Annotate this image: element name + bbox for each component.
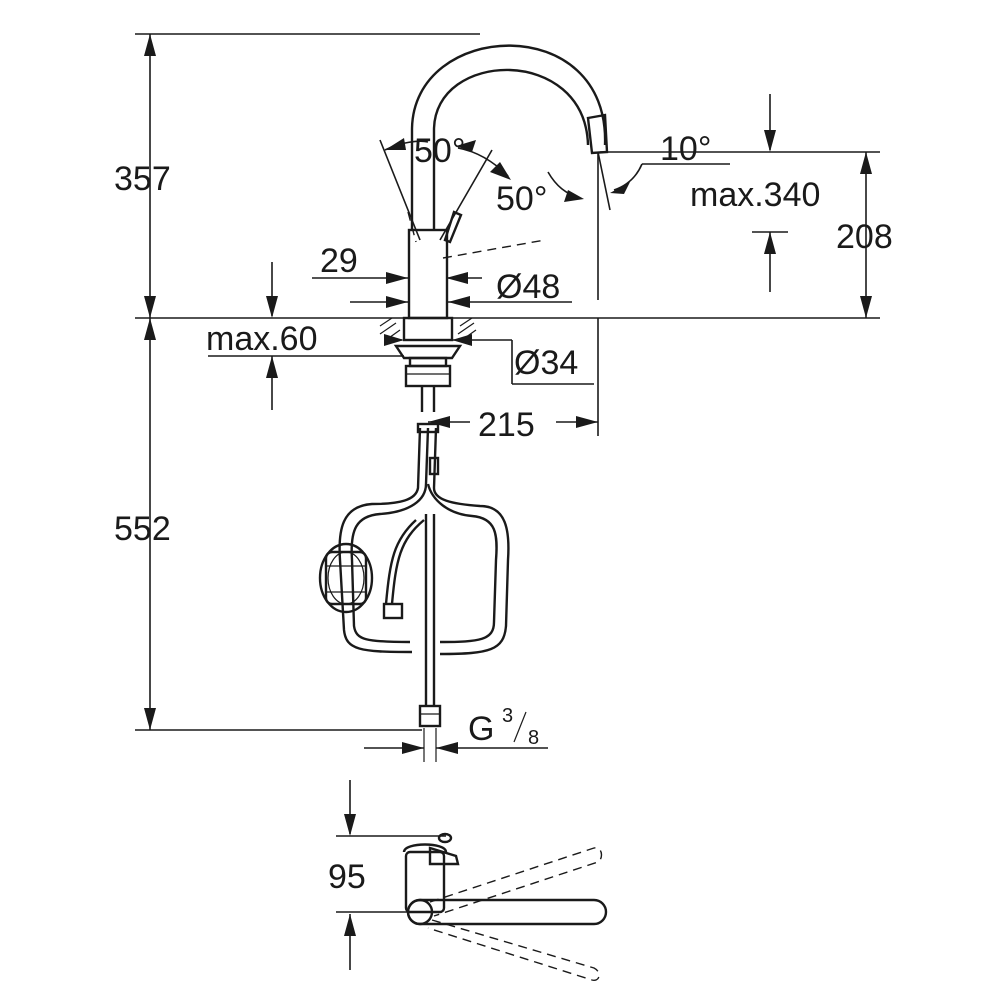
label-552: 552 xyxy=(114,510,171,548)
pull-out-hose xyxy=(338,427,422,654)
faucet-top-view xyxy=(336,780,608,981)
spout-outer xyxy=(410,44,607,230)
label-215: 215 xyxy=(478,406,535,444)
spout-inner xyxy=(432,68,590,230)
hose-weight xyxy=(318,542,374,614)
mount-nut xyxy=(404,364,452,388)
label-50-deg-top: 50° xyxy=(414,132,465,170)
label-10-deg: 10° xyxy=(660,130,711,168)
label-thread-numerator: 3 xyxy=(502,705,513,727)
label-thread-g: G xyxy=(468,710,494,748)
label-max-340: max.340 xyxy=(690,176,820,214)
label-95: 95 xyxy=(328,858,366,896)
label-max-60: max.60 xyxy=(206,320,318,358)
label-diameter-34: Ø34 xyxy=(514,344,578,382)
deck-hatch xyxy=(379,317,477,341)
label-thread-denominator: 8 xyxy=(528,727,539,749)
dimension-labels: 357 552 208 max.340 10° 50° 50° 29 Ø48 m… xyxy=(114,130,893,896)
label-208: 208 xyxy=(836,218,893,256)
dimension-lines xyxy=(135,33,880,762)
label-diameter-48: Ø48 xyxy=(496,268,560,306)
label-50-deg-side: 50° xyxy=(496,180,547,218)
label-29: 29 xyxy=(320,242,358,280)
label-357: 357 xyxy=(114,160,171,198)
faucet-body xyxy=(407,228,449,320)
faucet-front-view xyxy=(318,44,609,728)
